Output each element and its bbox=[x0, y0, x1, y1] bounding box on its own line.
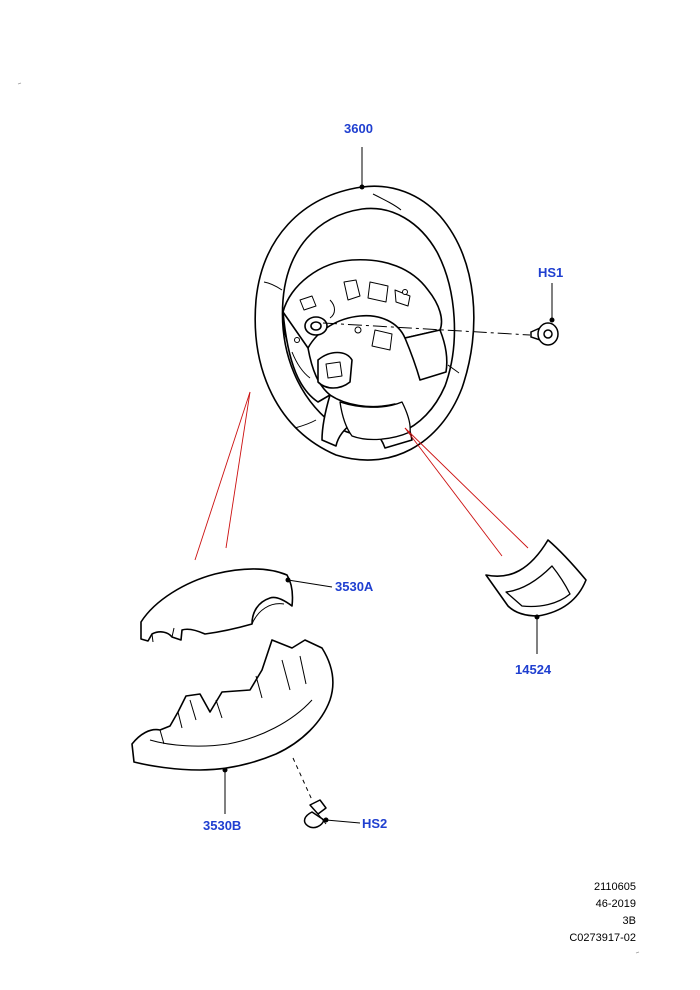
reference-line: C0273917-02 bbox=[569, 932, 636, 944]
callout-14524[interactable]: 14524 bbox=[515, 662, 552, 677]
reference-line: 2110605 bbox=[593, 881, 636, 893]
callout-3530a[interactable]: 3530A bbox=[335, 579, 374, 594]
screw-hs2-icon[interactable] bbox=[303, 799, 327, 829]
upper-shroud-icon[interactable] bbox=[140, 568, 294, 643]
corner-mark bbox=[635, 951, 640, 954]
callout-3600[interactable]: 3600 bbox=[344, 121, 373, 136]
leader-lines bbox=[194, 147, 555, 824]
screw-hs1-icon[interactable] bbox=[530, 322, 559, 346]
callout-hs1[interactable]: HS1 bbox=[538, 265, 564, 280]
lower-shroud-icon[interactable] bbox=[131, 639, 334, 771]
callout-hs2[interactable]: HS2 bbox=[362, 816, 388, 831]
callout-3530b[interactable]: 3530B bbox=[203, 818, 242, 833]
steering-wheel-icon[interactable] bbox=[254, 185, 475, 461]
reference-line: 46-2019 bbox=[595, 898, 636, 910]
bezel-trim-icon[interactable] bbox=[485, 539, 587, 617]
corner-mark bbox=[17, 82, 22, 85]
diagram-reference-block: 2110605 46-2019 3B C0273917-02 bbox=[569, 879, 636, 947]
reference-line: 3B bbox=[622, 915, 636, 927]
